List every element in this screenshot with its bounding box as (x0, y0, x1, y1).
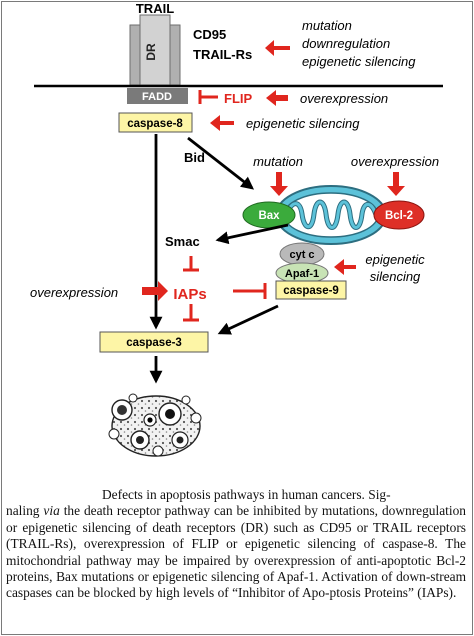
caspase-8-label: caspase-8 (127, 118, 183, 130)
smac-label: Smac (165, 234, 200, 249)
receptor-defect-epigenetic: epigenetic silencing (302, 54, 416, 69)
apaf1-defect-line1: epigenetic (365, 252, 425, 267)
caspase-8-defect-arrow (210, 115, 234, 131)
fadd-label: FADD (142, 91, 172, 103)
caspase-8-box (118, 112, 193, 133)
apoptotic-cell-image (108, 393, 202, 457)
caspase-3-label: caspase-3 (126, 337, 182, 349)
caption-line-1: Defects in apoptosis pathways in human c… (102, 487, 391, 502)
bid-label: Bid (184, 150, 205, 165)
caspase-9-to-caspase-3-arrow (217, 304, 279, 335)
caspase-8-defect-label: epigenetic silencing (246, 116, 360, 131)
apaf1-label: Apaf-1 (285, 268, 319, 280)
apaf1-defect-arrow (334, 259, 356, 275)
smac-arrow (215, 223, 289, 245)
caption-pre: naling (6, 503, 44, 519)
iaps-defect-arrow (142, 281, 168, 301)
caption-body: the death receptor pathway can be inhibi… (6, 503, 467, 601)
bax-defect-label: mutation (253, 154, 303, 169)
caption-via: via (43, 503, 60, 519)
caspase-9-label: caspase-9 (283, 285, 339, 297)
trail-label: TRAIL (136, 1, 174, 16)
caspase-9-box (275, 280, 347, 300)
bax-defect-arrow (270, 172, 288, 196)
trail-rs-label: TRAIL-Rs (193, 47, 252, 62)
iaps-label: IAPs (173, 286, 206, 303)
apaf1-defect-line2: silencing (370, 269, 421, 284)
caspase-3-box (99, 331, 209, 353)
fadd-box (127, 88, 188, 104)
mitochondrion (275, 185, 387, 245)
bcl2-defect-arrow (387, 172, 405, 196)
bcl2-label: Bcl-2 (385, 210, 413, 222)
dr-label: DR (144, 43, 158, 61)
flip-label: FLIP (224, 91, 252, 106)
receptor-defect-mutation: mutation (302, 18, 352, 33)
apoptosis-pathway-diagram: DR TRAIL CD95 TRAIL-Rs mutation downregu… (30, 1, 443, 457)
cd95-label: CD95 (193, 27, 226, 42)
bcl2-protein (373, 200, 425, 230)
bcl2-defect-label: overexpression (351, 154, 439, 169)
cytc-label: cyt c (289, 249, 314, 261)
receptor-defect-downregulation: downregulation (302, 36, 390, 51)
flip-defect-label: overexpression (300, 91, 388, 106)
bid-arrow (187, 136, 255, 190)
figure-caption: Defects in apoptosis pathways in human c… (6, 487, 466, 602)
death-receptor: DR (129, 14, 181, 86)
flip-defect-arrow (266, 90, 288, 106)
bax-label: Bax (258, 210, 280, 222)
receptor-defect-arrow (265, 40, 290, 56)
iaps-defect-label: overexpression (30, 285, 118, 300)
